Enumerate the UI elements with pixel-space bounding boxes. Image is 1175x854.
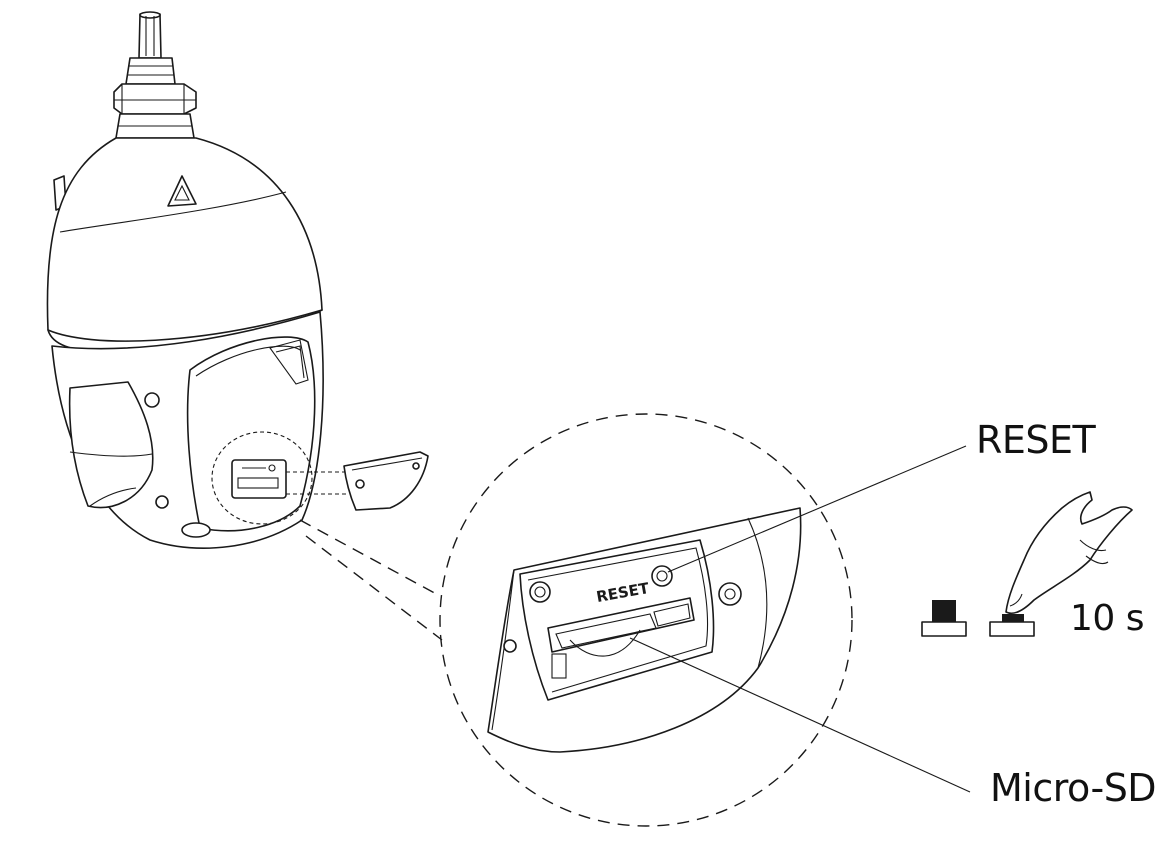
micro-sd-leader-line bbox=[629, 637, 971, 793]
reset-callout-label: RESET bbox=[976, 418, 1096, 462]
screw-hole bbox=[144, 392, 160, 408]
button-pressed-icon bbox=[989, 614, 1035, 637]
magnified-detail-circle bbox=[439, 413, 853, 827]
top-housing bbox=[46, 137, 323, 342]
button-released-icon bbox=[921, 600, 967, 637]
micro-sd-callout-label: Micro-SD bbox=[990, 766, 1157, 810]
screw-hole bbox=[155, 495, 169, 509]
reset-leader-line bbox=[667, 445, 967, 573]
pressing-finger-icon bbox=[1005, 491, 1133, 615]
panel-screw bbox=[529, 581, 551, 603]
detail-source-circle bbox=[211, 431, 313, 525]
zoom-line-top bbox=[299, 519, 441, 597]
zoom-line-bottom bbox=[305, 535, 443, 641]
panel-screw bbox=[718, 582, 742, 606]
removed-cover-plate bbox=[343, 451, 429, 511]
press-duration-label: 10 s bbox=[1070, 598, 1145, 639]
camera-slot-panel bbox=[231, 459, 287, 499]
left-window bbox=[68, 381, 154, 509]
pan-head-opening bbox=[186, 336, 316, 532]
magnified-panel: RESET bbox=[487, 507, 802, 753]
reset-button bbox=[651, 565, 673, 587]
speed-dome-camera bbox=[46, 11, 429, 549]
warning-triangle-mark bbox=[167, 175, 197, 207]
camera-cable bbox=[113, 11, 197, 139]
